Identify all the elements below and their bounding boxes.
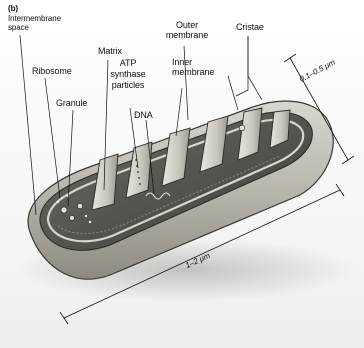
granule-dot bbox=[239, 125, 245, 131]
ribosome-dot bbox=[85, 215, 87, 217]
leader-inner bbox=[176, 88, 182, 136]
label-outer-membrane: Outer membrane bbox=[160, 20, 214, 40]
leader-intermembrane bbox=[20, 35, 36, 215]
label-intermembrane-space: Intermembrane space bbox=[8, 14, 78, 32]
atp-dot bbox=[137, 171, 139, 173]
label-granule: Granule bbox=[56, 98, 87, 108]
label-dna: DNA bbox=[134, 110, 153, 120]
label-ribosome: Ribosome bbox=[32, 66, 72, 76]
granule-dot bbox=[77, 203, 82, 208]
leader-cristae bbox=[236, 36, 248, 96]
leader-ribosome bbox=[45, 78, 60, 198]
granule-dot bbox=[70, 216, 75, 221]
label-matrix: Matrix bbox=[98, 46, 122, 56]
atp-dot bbox=[138, 177, 140, 179]
atp-dot bbox=[139, 183, 141, 185]
granule-dot bbox=[61, 207, 67, 213]
width-dimension-tick-top bbox=[284, 54, 296, 62]
label-inner-membrane: Inner membrane bbox=[172, 57, 224, 77]
leader-cristae-2 bbox=[248, 36, 262, 100]
label-cristae: Cristae bbox=[236, 22, 264, 32]
length-dimension-tick-right bbox=[336, 184, 344, 196]
length-dimension-tick-left bbox=[60, 312, 68, 324]
label-atp-synthase: ATP synthase particles bbox=[104, 58, 152, 91]
leader-inner-right bbox=[228, 76, 238, 110]
ribosome-dot bbox=[57, 201, 59, 203]
ribosome-dot bbox=[61, 197, 63, 199]
ribosome-dot bbox=[89, 221, 91, 223]
panel-label: (b) bbox=[8, 4, 18, 14]
width-dimension-tick-bottom bbox=[342, 156, 354, 164]
